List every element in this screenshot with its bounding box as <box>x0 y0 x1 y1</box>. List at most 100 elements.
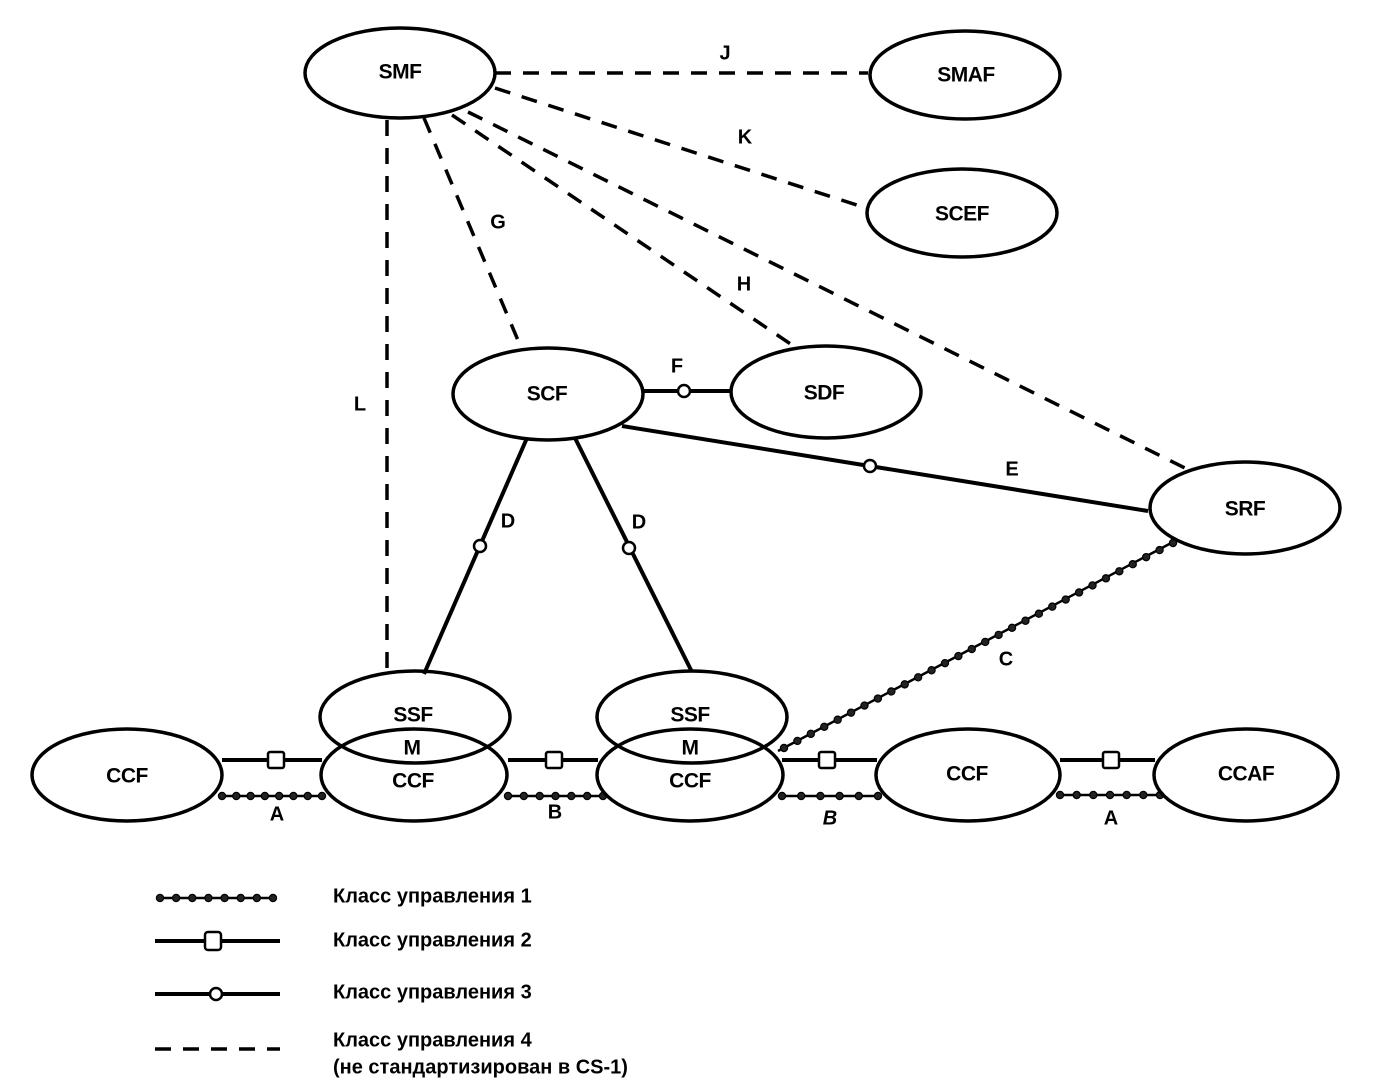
class1-bead <box>317 791 327 801</box>
node-label-smaf: SMAF <box>937 64 995 87</box>
class1-bead <box>860 701 869 710</box>
class1-bead <box>1074 588 1084 597</box>
class2-marker-b-left <box>544 750 564 770</box>
node-label-scf: SCF <box>527 383 568 406</box>
node-label-ccf-right: CCF <box>946 763 988 786</box>
class1-bead <box>1089 790 1098 800</box>
class1-bead <box>900 680 909 689</box>
link-label-l: L <box>354 393 366 415</box>
node-ccf-right <box>874 727 1062 823</box>
class1-bead <box>217 791 227 801</box>
class1-bead <box>967 644 976 654</box>
class1-bead <box>535 791 544 801</box>
link-label-d1: D <box>501 510 515 532</box>
class1-bead <box>940 658 950 668</box>
node-label-m-1: M <box>404 737 421 760</box>
class3-marker-d1 <box>472 538 488 554</box>
class1-bead <box>777 791 787 801</box>
class1-bead <box>1021 616 1030 625</box>
class1-bead <box>927 666 936 675</box>
node-ssf-2 <box>595 669 789 765</box>
class1-bead <box>289 791 298 801</box>
class2-marker-a-left <box>266 750 286 770</box>
class1-bead <box>155 893 165 903</box>
link-srf-smf <box>467 110 1186 470</box>
link-label-a-left: A <box>270 803 284 825</box>
link-d2 <box>573 437 694 673</box>
link-label-c: C <box>999 648 1013 670</box>
class1-bead <box>797 791 806 801</box>
node-label-ccaf: CCAF <box>1218 763 1275 786</box>
link-label-k: K <box>738 126 753 148</box>
class1-bead <box>1048 602 1057 611</box>
class1-bead <box>274 791 284 801</box>
node-label-ssf-1: SSF <box>393 704 433 727</box>
class1-bead <box>268 893 278 903</box>
node-srf <box>1148 460 1342 556</box>
node-ccaf <box>1152 727 1340 823</box>
class1-bead <box>854 791 864 801</box>
class2-marker-a-right <box>1101 750 1121 770</box>
node-label-ssf-2: SSF <box>670 704 710 727</box>
link-g <box>422 117 522 346</box>
class1-bead <box>994 630 1003 640</box>
node-ssf-1 <box>318 669 512 765</box>
legend-class2-marker <box>203 930 223 952</box>
node-scef <box>865 167 1059 259</box>
node-sdf <box>729 344 923 440</box>
node-label-ccf-2: CCF <box>669 770 711 793</box>
link-label-g: G <box>490 211 506 233</box>
class1-bead <box>1139 790 1148 800</box>
class1-bead <box>252 893 262 903</box>
class1-bead <box>1088 581 1097 590</box>
class3-marker-e <box>862 458 878 474</box>
class1-bead <box>820 722 829 731</box>
class2-marker-b-right <box>817 750 837 770</box>
link-label-e: E <box>1005 458 1018 480</box>
legend-class1-beads <box>155 893 278 903</box>
legend-class1-label: Класс управления 1 <box>333 885 532 907</box>
link-h <box>451 113 796 349</box>
class1-bead <box>503 791 513 801</box>
node-ccf-left <box>30 727 224 823</box>
node-label-ccf-left: CCF <box>106 765 148 788</box>
legend: Класс управления 1 Класс управления 2 Кл… <box>155 885 628 1078</box>
legend-class2-label: Класс управления 2 <box>333 929 532 951</box>
class1-bead <box>1061 595 1070 604</box>
node-label-sdf: SDF <box>804 382 845 405</box>
class1-bead <box>260 791 270 801</box>
class1-bead <box>232 791 241 801</box>
node-label-smf: SMF <box>379 61 423 84</box>
class1-bead <box>873 694 883 703</box>
class1-bead <box>567 791 576 801</box>
link-e <box>621 424 1149 513</box>
class1-bead <box>833 715 842 724</box>
class1-bead <box>204 893 213 903</box>
class1-bead <box>171 893 181 903</box>
node-scf <box>451 346 645 442</box>
class1-bead <box>1141 552 1151 562</box>
class1-bead <box>835 791 844 801</box>
link-label-d2: D <box>632 511 646 533</box>
class1-beads-bottom <box>217 790 1165 801</box>
link-label-b-left: B <box>548 801 562 823</box>
class1-bead <box>220 893 229 903</box>
node-ccf-1 <box>319 727 509 823</box>
class1-bead <box>246 791 255 801</box>
node-label-scef: SCEF <box>935 203 990 226</box>
link-label-b-right: B <box>823 807 837 829</box>
node-ccf-2 <box>595 727 785 823</box>
class1-bead <box>887 687 896 696</box>
link-k <box>494 86 867 210</box>
link-label-a-right: A <box>1104 807 1118 829</box>
legend-class3-label: Класс управления 3 <box>333 981 532 1003</box>
class1-bead <box>913 673 923 682</box>
link-label-h: H <box>737 273 751 295</box>
class1-bead <box>1115 567 1124 576</box>
legend-class4-note: (не стандартизирован в CS-1) <box>333 1056 628 1078</box>
node-smaf <box>868 29 1062 121</box>
class1-bead <box>1055 790 1065 800</box>
class1-bead <box>1072 790 1081 800</box>
link-d1 <box>422 437 529 675</box>
